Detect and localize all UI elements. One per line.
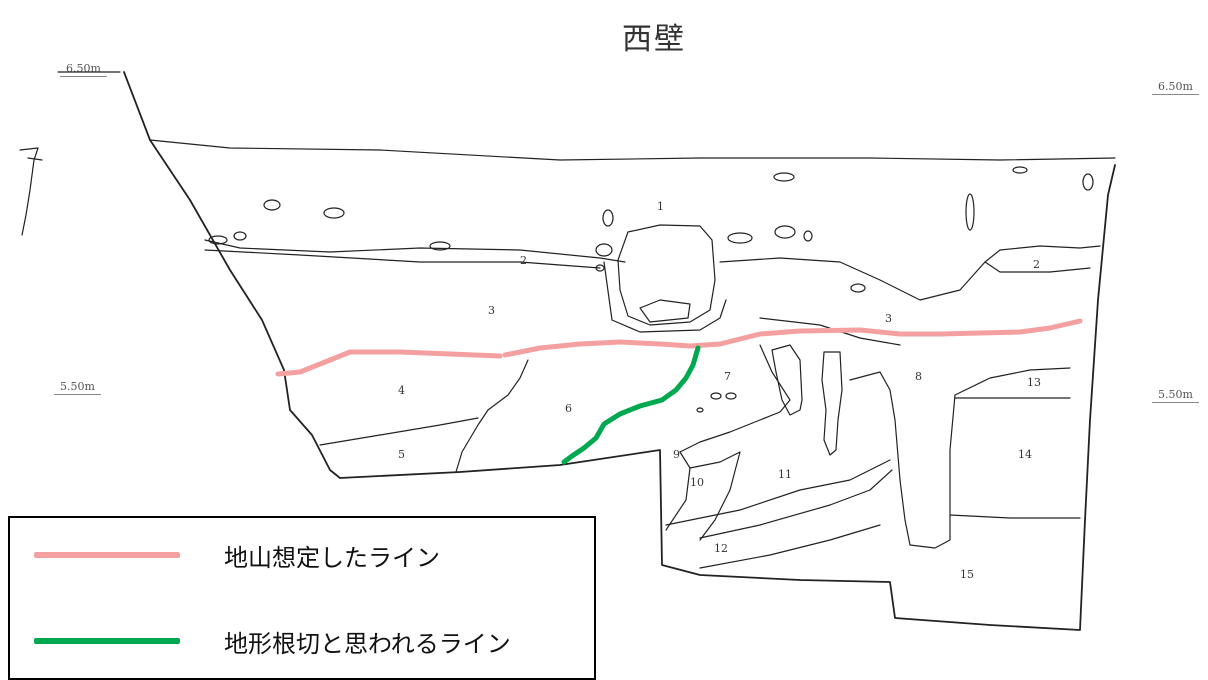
inclusion-stone [595, 264, 605, 272]
layer-9-outline [679, 451, 741, 469]
inclusion-stone [429, 241, 451, 251]
legend-label: 地形根切と思われるライン [224, 630, 511, 658]
inclusion-stone [696, 407, 704, 413]
legend-swatch-pink [34, 552, 180, 558]
layer-number: 5 [398, 448, 405, 461]
inclusion-stone [263, 199, 281, 211]
inclusion-stone [1082, 173, 1094, 191]
elevation-label-top-right: 6.50m [1152, 80, 1199, 95]
elevation-label-mid-right: 5.50m [1152, 388, 1199, 403]
layer-number: 2 [520, 254, 527, 267]
boundary-12-lower [699, 524, 881, 569]
boundary-14-15 [949, 514, 1081, 519]
layer-number: 10 [690, 476, 704, 489]
cut-line [561, 345, 701, 465]
layer-number: 3 [885, 312, 892, 325]
large-stone [617, 224, 716, 326]
legend-item-natural-ground: 地山想定したライン [34, 536, 574, 576]
legend-swatch-green [34, 638, 180, 644]
layer-number: 4 [398, 384, 405, 397]
stone-base-pit [639, 299, 691, 323]
boundary-1-2-left [204, 239, 626, 263]
boundary-11-12 [665, 459, 891, 526]
legend-label: 地山想定したライン [224, 544, 440, 572]
layer-number: 15 [960, 568, 974, 581]
drawing-title: 西壁 [622, 22, 686, 57]
layer-number: 12 [714, 542, 728, 555]
boundary-2-3-left [204, 249, 601, 269]
layer-number: 14 [1018, 448, 1032, 461]
inclusion-stone [803, 230, 813, 242]
left-fragment-tick [27, 157, 43, 161]
ground-surface-line [149, 139, 1116, 161]
inclusion-stone [1012, 166, 1028, 174]
legend-item-cut-line: 地形根切と思われるライン [34, 622, 574, 662]
inclusion-stone [773, 172, 795, 182]
layer-number: 1 [657, 200, 664, 213]
layer-number: 11 [778, 468, 792, 481]
inclusion-stone [595, 243, 613, 257]
layer-number: 7 [724, 370, 731, 383]
elevation-label-mid-left: 5.50m [54, 380, 101, 395]
pillar-layer-8-outline [849, 367, 1071, 549]
inclusion-stone [208, 235, 228, 245]
layer-number: 9 [673, 448, 680, 461]
legend-box: 地山想定したライン 地形根切と思われるライン [8, 516, 596, 680]
inclusion-stone [323, 207, 345, 219]
natural-ground-line [275, 318, 1083, 377]
boundary-4-6 [455, 359, 529, 473]
inclusion-stone [233, 231, 247, 241]
boundary-7-9 [679, 344, 791, 453]
inclusion-stone [602, 209, 614, 227]
layer-number: 13 [1027, 376, 1041, 389]
inclusion-stone [774, 225, 796, 239]
inclusion-stone [727, 232, 753, 244]
layer-number: 6 [565, 402, 572, 415]
pillar-left [771, 344, 803, 416]
stone-pit-outline [603, 261, 727, 333]
layer-number: 3 [488, 304, 495, 317]
inclusion-stone [725, 392, 737, 400]
inclusion-stone [965, 193, 975, 231]
boundary-4-5 [319, 417, 479, 446]
left-fragment-line [19, 147, 39, 236]
boundary-2-3-right [984, 261, 1091, 273]
boundary-10-11 [699, 451, 741, 541]
boundary-1-2-right [719, 245, 1101, 301]
inclusion-stone [710, 392, 722, 400]
inclusion-stone [850, 283, 866, 293]
section-outline [123, 71, 1116, 631]
layer-number: 8 [915, 370, 922, 383]
layer-number: 2 [1033, 258, 1040, 271]
pillar-right [821, 351, 843, 456]
boundary-11-12-inner [699, 469, 893, 539]
boundary-10-left [665, 467, 691, 531]
